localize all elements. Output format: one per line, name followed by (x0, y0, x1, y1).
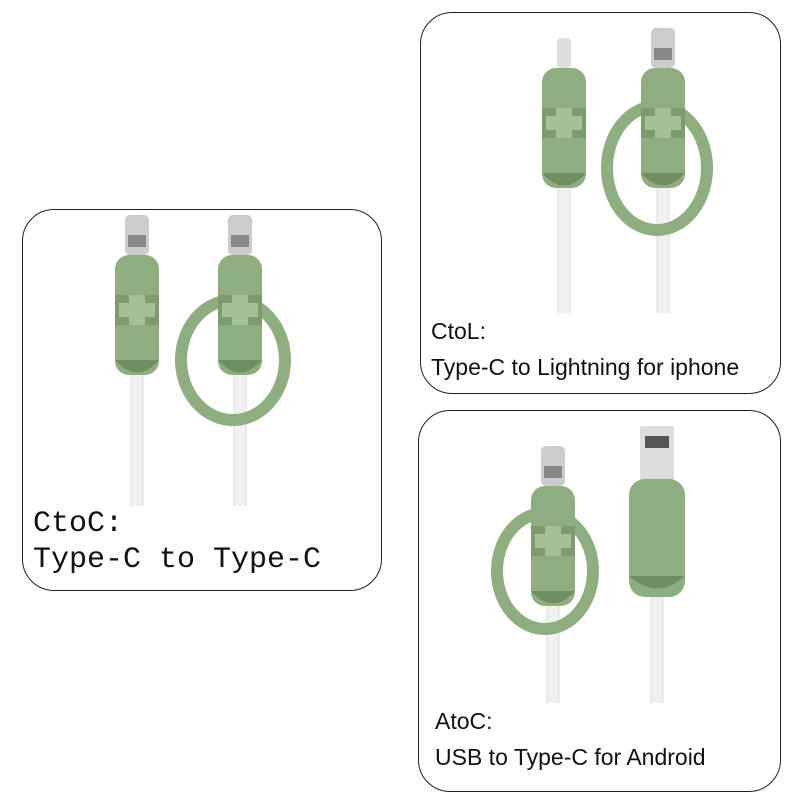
caption: AtoC: USB to Type-C for Android (435, 703, 706, 775)
caption-code: CtoL: (431, 318, 486, 344)
ctoc-cable-image (115, 215, 291, 531)
caption-description: Type-C to Type-C (33, 543, 322, 577)
caption: CtoL: Type-C to Lightning for iphone (431, 313, 740, 385)
caption: CtoC: Type-C to Type-C (33, 506, 322, 578)
caption-description: Type-C to Lightning for iphone (431, 354, 740, 380)
atoc-cable-image (491, 426, 685, 732)
caption-code: CtoC: (33, 507, 124, 541)
panel-ctoc: CtoC: Type-C to Type-C (22, 209, 382, 591)
panel-atoc: AtoC: USB to Type-C for Android (418, 410, 781, 792)
caption-code: AtoC: (435, 708, 493, 734)
caption-description: USB to Type-C for Android (435, 744, 706, 770)
panel-ctol: CtoL: Type-C to Lightning for iphone (420, 12, 781, 394)
